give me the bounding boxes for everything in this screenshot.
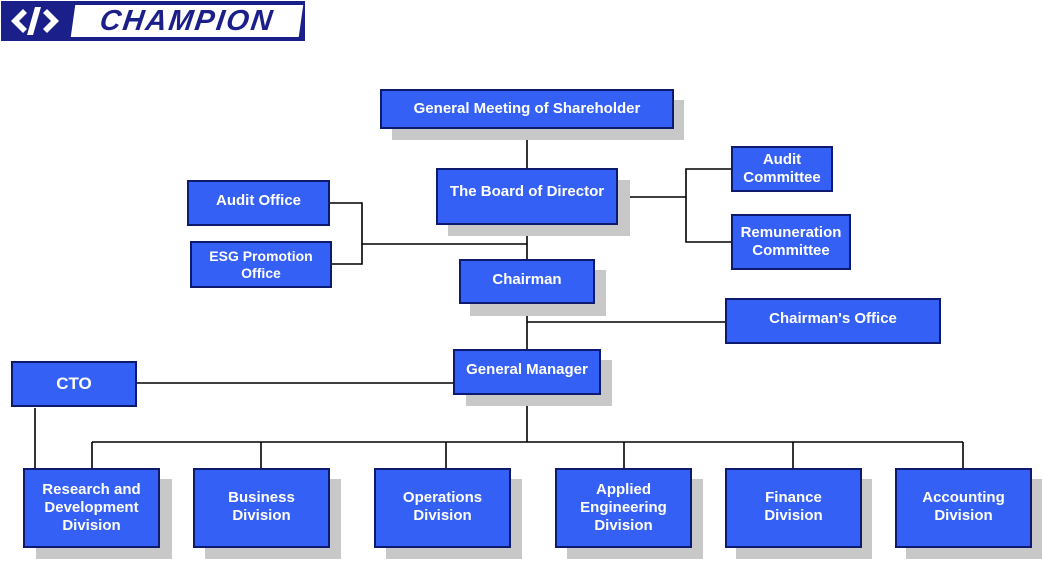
node-cto[interactable]: CTO [11,361,137,407]
node-chairmans-office[interactable]: Chairman's Office [725,298,941,344]
connector-committees-bracket [685,168,732,243]
node-applied-engineering-division[interactable]: Applied Engineering Division [555,468,692,548]
node-business-division[interactable]: Business Division [193,468,330,548]
connector-offices-bracket [330,202,363,265]
node-accounting-division[interactable]: Accounting Division [895,468,1032,548]
node-audit-office[interactable]: Audit Office [187,180,330,226]
node-remuneration-committee[interactable]: Remuneration Committee [731,214,851,270]
node-finance-division[interactable]: Finance Division [725,468,862,548]
node-esg-promotion-office[interactable]: ESG Promotion Office [190,241,332,288]
champion-brackets-logo-icon [11,7,59,35]
node-operations-division[interactable]: Operations Division [374,468,511,548]
node-board-of-director[interactable]: The Board of Director [436,168,618,225]
brand-wordmark: CHAMPION [70,5,304,37]
champion-logo: CHAMPION [1,1,305,41]
node-general-meeting-of-shareholder[interactable]: General Meeting of Shareholder [380,89,674,129]
node-research-and-development-division[interactable]: Research and Development Division [23,468,160,548]
node-audit-committee[interactable]: Audit Committee [731,146,833,192]
node-chairman[interactable]: Chairman [459,259,595,304]
node-general-manager[interactable]: General Manager [453,349,601,395]
